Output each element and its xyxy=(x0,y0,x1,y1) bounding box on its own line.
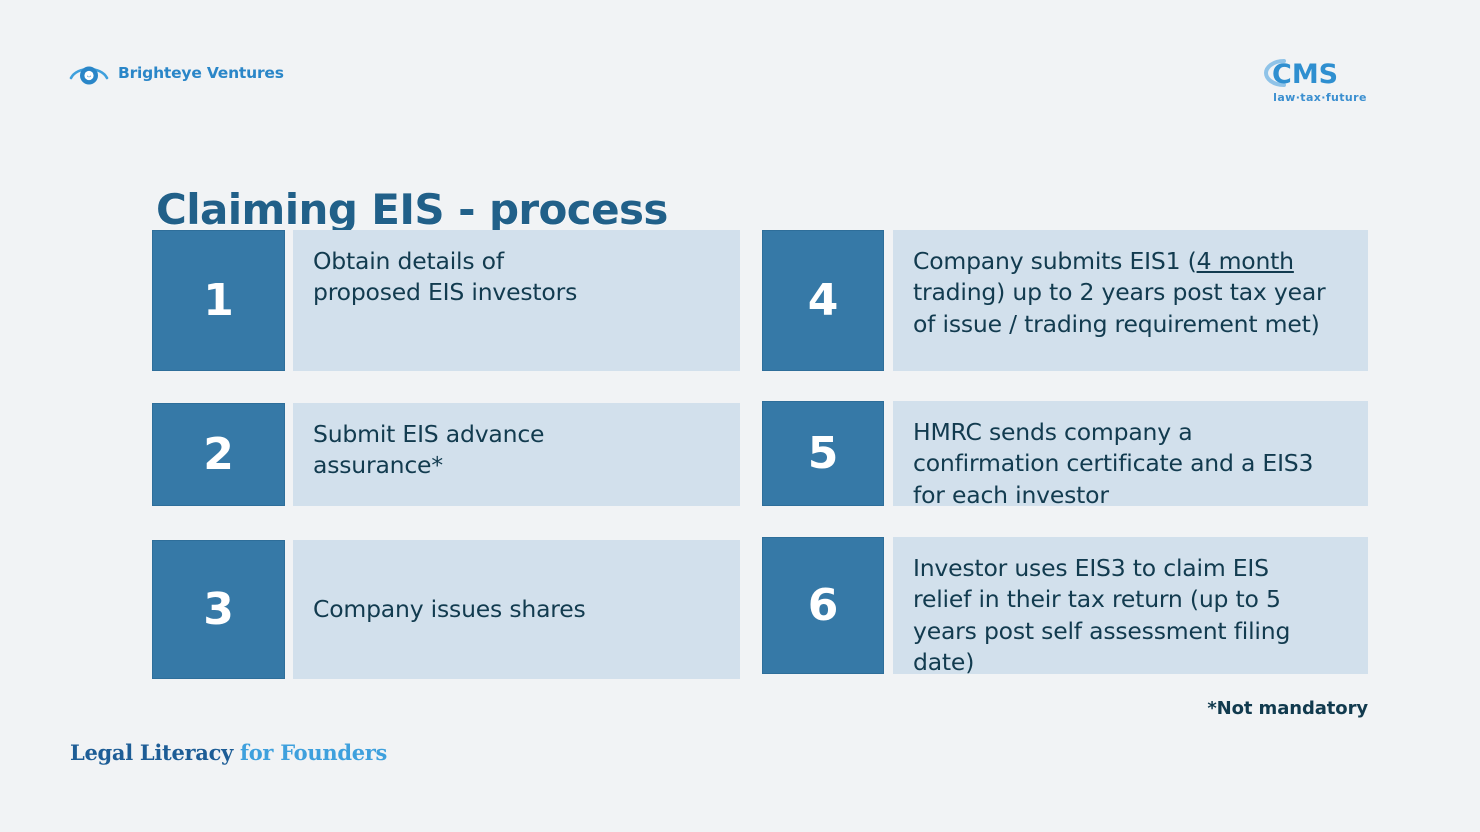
step-gap xyxy=(762,371,1368,401)
eye-icon xyxy=(68,60,110,86)
step-5-number: 5 xyxy=(762,401,884,506)
step-4-text-after: trading) up to 2 years post tax year of … xyxy=(913,278,1326,338)
legal-literacy-text: Legal Literacy xyxy=(70,740,233,765)
cms-logo: CMS law·tax·future xyxy=(1260,56,1380,104)
step-5-line-3: for each investor xyxy=(913,480,1109,509)
step-1-line-1: Obtain details of xyxy=(313,247,504,275)
step-4-text-before: Company submits EIS1 ( xyxy=(913,247,1197,275)
cms-tagline: law·tax·future xyxy=(1273,91,1367,104)
step-1: 1 Obtain details of proposed EIS investo… xyxy=(152,230,740,371)
step-gap xyxy=(762,506,1368,537)
step-3-text: Company issues shares xyxy=(293,540,740,679)
steps-column-right: 4 Company submits EIS1 (4 month trading)… xyxy=(762,230,1368,679)
page-title: Claiming EIS - process xyxy=(156,185,668,235)
step-4-number: 4 xyxy=(762,230,884,371)
step-3-line-1: Company issues shares xyxy=(313,594,586,623)
step-gap xyxy=(152,371,740,403)
step-1-number: 1 xyxy=(152,230,285,371)
step-6-line-2: relief in their tax return (up to 5 xyxy=(913,585,1281,614)
step-6-line-4: date) xyxy=(913,647,975,676)
step-5-text: HMRC sends company a confirmation certif… xyxy=(893,401,1368,509)
svg-text:CMS: CMS xyxy=(1272,59,1338,90)
step-2-number: 2 xyxy=(152,403,285,506)
step-4: 4 Company submits EIS1 (4 month trading)… xyxy=(762,230,1368,371)
step-2-text: Submit EIS advance assurance* xyxy=(293,403,740,506)
step-6: 6 Investor uses EIS3 to claim EIS relief… xyxy=(762,537,1368,676)
step-5-line-1: HMRC sends company a xyxy=(913,418,1193,446)
cms-logo-icon: CMS xyxy=(1263,59,1338,90)
step-2: 2 Submit EIS advance assurance* xyxy=(152,403,740,506)
step-5-line-2: confirmation certificate and a EIS3 xyxy=(913,449,1314,478)
footnote: *Not mandatory xyxy=(1207,698,1368,719)
steps-column-left: 1 Obtain details of proposed EIS investo… xyxy=(152,230,740,679)
step-5: 5 HMRC sends company a confirmation cert… xyxy=(762,401,1368,509)
for-founders-text: for Founders xyxy=(232,740,388,765)
legal-literacy-for-founders-logo: Legal Literacy for Founders xyxy=(70,740,387,765)
step-1-line-2: proposed EIS investors xyxy=(313,278,578,307)
step-3-number: 3 xyxy=(152,540,285,679)
step-4-text: Company submits EIS1 (4 month trading) u… xyxy=(893,230,1368,371)
step-6-number: 6 xyxy=(762,537,884,674)
brighteye-ventures-logo: Brighteye Ventures xyxy=(68,60,284,86)
step-6-line-1: Investor uses EIS3 to claim EIS xyxy=(913,554,1269,582)
step-2-line-2: assurance* xyxy=(313,451,443,480)
step-gap xyxy=(152,506,740,540)
four-month-trading-link[interactable]: 4 month xyxy=(1196,247,1294,275)
step-2-line-1: Submit EIS advance xyxy=(313,420,545,448)
step-6-line-3: years post self assessment filing xyxy=(913,616,1291,645)
brighteye-wordmark: Brighteye Ventures xyxy=(118,64,284,82)
step-1-text: Obtain details of proposed EIS investors xyxy=(293,230,740,371)
step-3: 3 Company issues shares xyxy=(152,540,740,679)
step-6-text: Investor uses EIS3 to claim EIS relief i… xyxy=(893,537,1368,676)
process-steps: 1 Obtain details of proposed EIS investo… xyxy=(152,230,1368,679)
